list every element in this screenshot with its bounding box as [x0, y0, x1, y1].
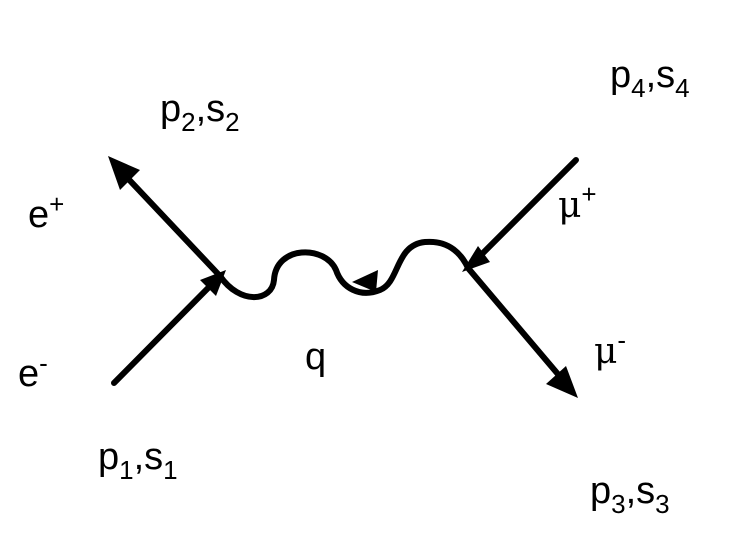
muon-minus-line [465, 265, 571, 389]
photon-propagator-wave [217, 238, 471, 301]
label-p4-s4: p4,s4 [610, 54, 690, 103]
positron-arrow-icon [108, 156, 140, 190]
electron-incoming-line [111, 273, 223, 386]
photon-arrow-icon [352, 270, 378, 292]
label-p1-s1: p1,s1 [98, 436, 178, 485]
label-mu-plus: μ+ [558, 179, 597, 226]
muon-plus-line [465, 157, 579, 271]
label-e-plus: e+ [28, 189, 65, 236]
electron-arrow-icon [200, 270, 226, 296]
label-q: q [305, 336, 327, 378]
label-p2-s2: p2,s2 [160, 88, 240, 137]
positron-outgoing-line [115, 165, 223, 279]
muon-plus-arrow-icon [462, 246, 490, 272]
label-p3-s3: p3,s3 [590, 470, 670, 519]
label-e-minus: e- [18, 348, 48, 395]
label-mu-minus: μ- [594, 325, 627, 372]
muon-minus-arrow-icon [546, 366, 578, 398]
